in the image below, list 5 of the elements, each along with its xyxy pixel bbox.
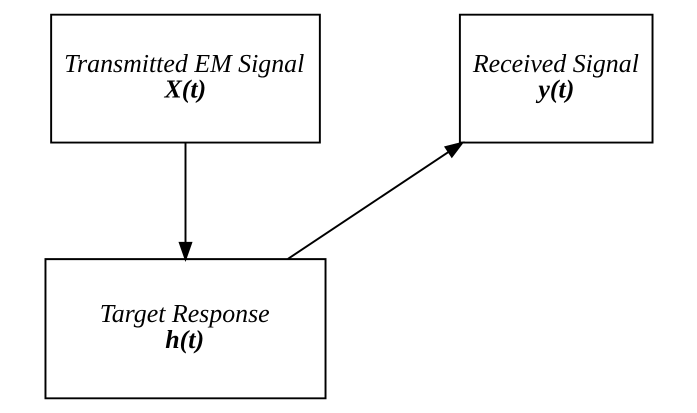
node-box: Target Response h(t) — [44, 258, 326, 400]
node-box: Transmitted EM Signal X(t) — [50, 14, 320, 144]
arrow — [286, 141, 464, 260]
arrow — [178, 143, 192, 262]
node-box: Received Signal y(t) — [458, 14, 653, 144]
